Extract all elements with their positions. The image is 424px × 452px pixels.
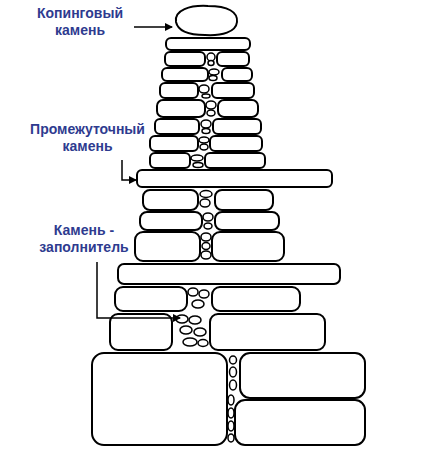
leader-arrow	[122, 160, 136, 180]
part-label: Камень - заполнитель	[28, 222, 140, 256]
part-label: Копинговый камень	[30, 5, 130, 39]
part-label: Промежуточный камень	[15, 121, 160, 155]
leader-arrow	[134, 26, 172, 28]
leader-arrow	[97, 262, 180, 318]
